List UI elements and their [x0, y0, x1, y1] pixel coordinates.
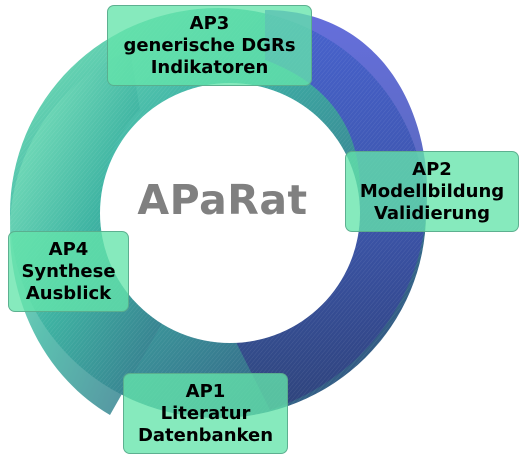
ring-hole: [100, 83, 360, 343]
ap2-label: AP2: [412, 158, 452, 180]
work-package-ap2: AP2 Modellbildung Validierung: [345, 151, 519, 232]
ap1-line-2: Literatur: [160, 402, 251, 424]
ap1-line-3: Datenbanken: [137, 424, 274, 446]
work-package-ap1: AP1 Literatur Datenbanken: [123, 373, 288, 454]
ap3-label: AP3: [189, 12, 230, 34]
ap1-label: AP1: [185, 380, 226, 402]
ap4-line-3: Ausblick: [25, 282, 112, 304]
diagram-title: APaRat: [137, 176, 308, 224]
ap2-line-3: Validierung: [373, 202, 491, 224]
ap4-line-2: Synthese: [21, 260, 116, 282]
ap3-line-2: generische DGRs: [123, 34, 296, 56]
ap4-label: AP4: [48, 238, 89, 260]
ap3-line-3: Indikatoren: [150, 56, 269, 78]
work-package-ap3: AP3 generische DGRs Indikatoren: [107, 5, 312, 86]
ap2-line-2: Modellbildung: [359, 180, 505, 202]
work-package-ap4: AP4 Synthese Ausblick: [8, 231, 129, 312]
